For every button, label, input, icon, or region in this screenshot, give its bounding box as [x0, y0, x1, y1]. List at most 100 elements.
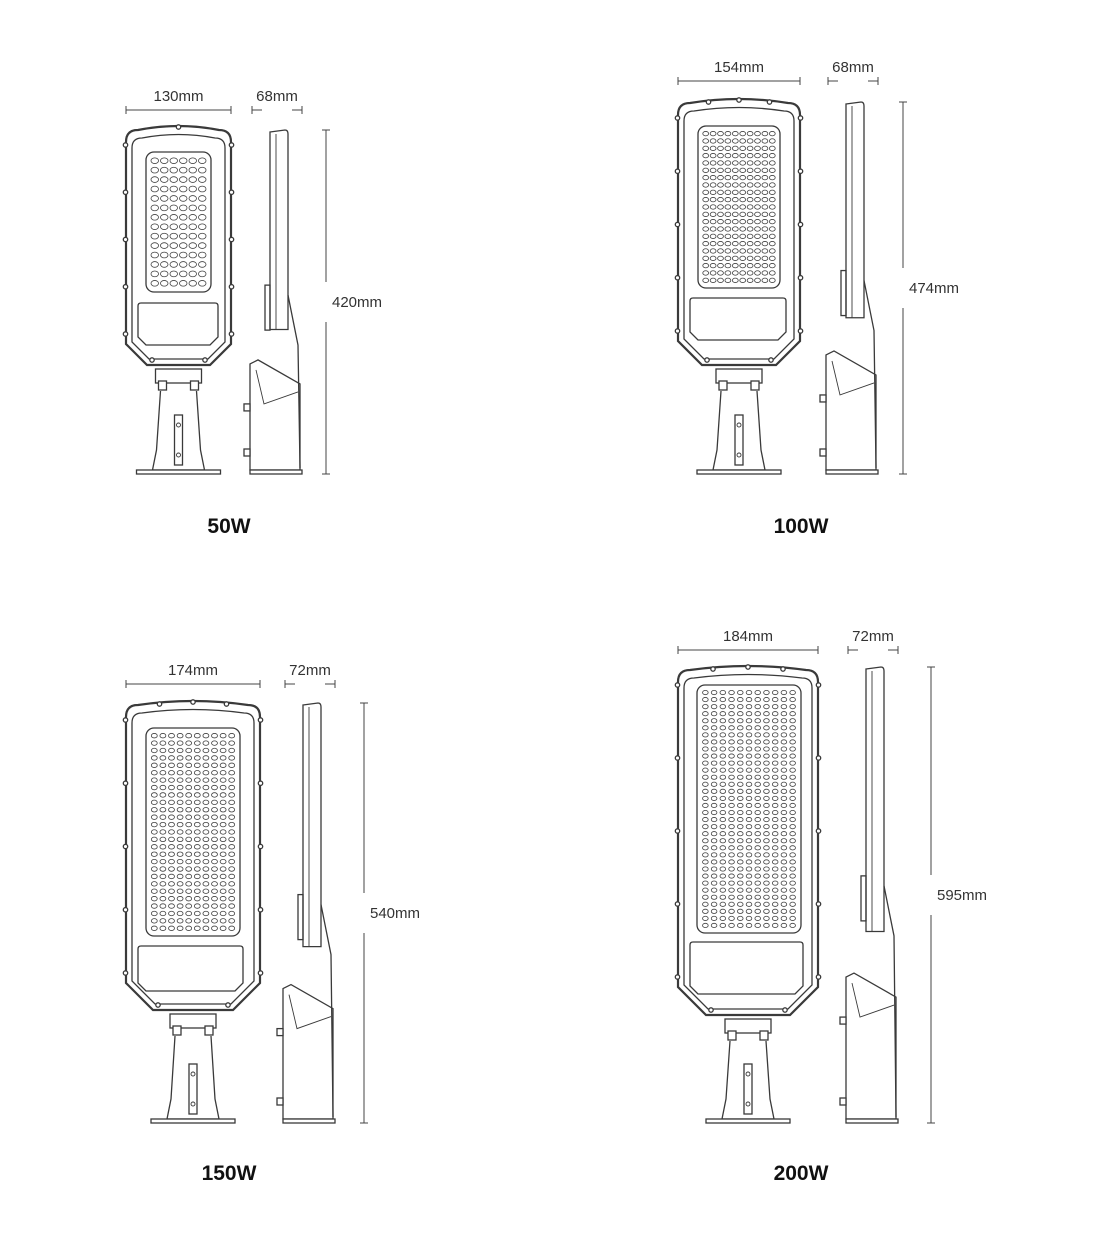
led-chip — [710, 809, 718, 816]
led-chip — [763, 894, 770, 900]
led-chip — [780, 859, 788, 865]
led-chip — [754, 732, 761, 738]
screw — [815, 682, 822, 688]
led-chip — [709, 277, 717, 283]
width-label: 184mm — [723, 628, 773, 645]
led-chip — [702, 277, 710, 283]
screw — [708, 1007, 714, 1013]
led-chip — [780, 845, 788, 851]
led-chip — [709, 248, 717, 254]
led-chip — [211, 784, 218, 791]
led-chip — [702, 204, 710, 210]
led-chip — [737, 753, 744, 759]
led-chip — [719, 774, 727, 780]
adapter-slot — [734, 414, 744, 466]
led-chip — [179, 242, 188, 249]
led-chip — [763, 795, 770, 801]
led-chip — [150, 910, 158, 917]
led-chip — [745, 915, 753, 921]
led-chip — [169, 251, 178, 259]
led-chip — [702, 901, 709, 907]
led-chip — [169, 204, 178, 212]
wattage-label: 50W — [207, 515, 250, 538]
led-chip — [728, 873, 735, 879]
slot-hole — [736, 452, 742, 458]
led-chip — [176, 829, 184, 835]
led-chip — [717, 248, 724, 254]
led-chip — [702, 226, 710, 232]
led-chip — [179, 223, 188, 230]
led-chip — [710, 866, 718, 872]
led-chip — [710, 838, 718, 844]
led-panel — [145, 151, 212, 293]
led-chip — [185, 733, 193, 739]
led-chip — [763, 746, 770, 752]
led-chip — [185, 844, 193, 850]
led-chip — [737, 859, 744, 865]
led-chip — [745, 732, 753, 738]
led-chip — [169, 195, 178, 202]
led-chip — [731, 219, 739, 225]
led-chip — [219, 814, 227, 820]
led-chip — [745, 704, 753, 710]
screw — [228, 142, 235, 148]
led-chip — [159, 807, 167, 813]
led-chip — [731, 204, 739, 210]
led-chip — [150, 232, 159, 240]
led-chip — [746, 248, 754, 254]
led-chip — [228, 799, 236, 806]
led-chip — [754, 204, 761, 210]
led-chip — [198, 185, 207, 193]
side-tab — [297, 893, 304, 941]
led-chip — [789, 908, 796, 914]
screw — [674, 168, 681, 175]
led-chip — [763, 817, 770, 823]
mount-clamp — [724, 1018, 772, 1034]
led-chip — [789, 704, 796, 710]
led-chip — [768, 182, 776, 188]
led-chip — [724, 145, 732, 151]
led-chip — [737, 788, 744, 794]
led-chip — [228, 814, 236, 820]
led-chip — [710, 774, 718, 780]
led-chip — [710, 894, 718, 900]
led-panel — [697, 125, 781, 289]
led-chip — [789, 697, 796, 703]
led-chip — [771, 725, 779, 731]
led-chip — [754, 689, 761, 696]
led-chip — [702, 781, 709, 787]
led-chip — [789, 753, 796, 759]
led-chip — [763, 753, 770, 759]
led-chip — [771, 760, 779, 766]
led-chip — [193, 762, 201, 768]
led-chip — [702, 746, 709, 752]
led-chip — [754, 866, 761, 872]
led-chip — [168, 777, 175, 783]
led-chip — [176, 858, 184, 865]
led-chip — [211, 733, 218, 739]
led-chip — [728, 781, 735, 787]
led-chip — [202, 910, 210, 917]
led-chip — [228, 896, 236, 902]
led-chip — [780, 802, 788, 809]
led-chip — [150, 166, 159, 174]
led-chip — [761, 277, 769, 283]
led-chip — [789, 711, 796, 717]
led-chip — [724, 131, 732, 137]
led-chip — [719, 887, 727, 893]
led-chip — [702, 153, 710, 159]
slot-hole — [176, 422, 181, 428]
screw — [674, 274, 681, 281]
led-chip — [211, 888, 218, 894]
led-chip — [754, 859, 761, 865]
led-chip — [168, 755, 175, 761]
led-chip — [150, 807, 158, 813]
led-chip — [188, 261, 197, 268]
adapter-slot — [188, 1063, 198, 1115]
led-chip — [160, 280, 169, 287]
led-chip — [168, 873, 175, 880]
led-chip — [211, 873, 218, 880]
slot-hole — [190, 1101, 196, 1107]
side-housing — [865, 666, 885, 933]
